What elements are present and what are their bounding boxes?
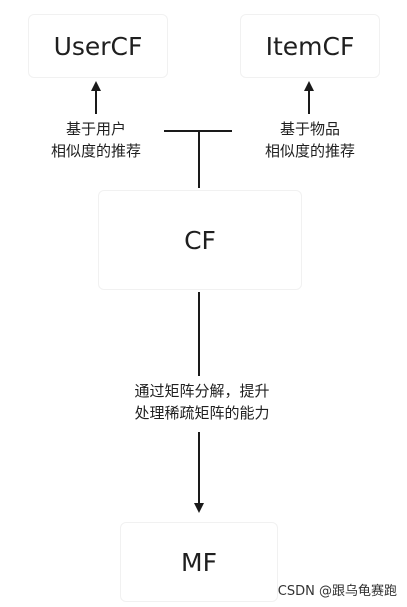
node-itemcf: ItemCF (240, 14, 380, 78)
edge-label-user: 基于用户 相似度的推荐 (32, 118, 160, 162)
edge-label-mf-line2: 处理稀疏矩阵的能力 (134, 404, 270, 422)
edge-label-item-line1: 基于物品 (279, 120, 340, 138)
edge-label-mf-line1: 通过矩阵分解，提升 (134, 382, 270, 400)
edge-label-item: 基于物品 相似度的推荐 (240, 118, 380, 162)
edge-label-user-line1: 基于用户 (65, 120, 126, 138)
node-usercf: UserCF (28, 14, 168, 78)
edge-label-user-line2: 相似度的推荐 (50, 142, 141, 160)
edge-label-mf: 通过矩阵分解，提升 处理稀疏矩阵的能力 (98, 380, 306, 424)
node-mf: MF (120, 522, 278, 602)
watermark: CSDN @跟乌龟赛跑 (277, 584, 397, 599)
node-cf: CF (98, 190, 302, 290)
edge-label-item-line2: 相似度的推荐 (264, 142, 355, 160)
